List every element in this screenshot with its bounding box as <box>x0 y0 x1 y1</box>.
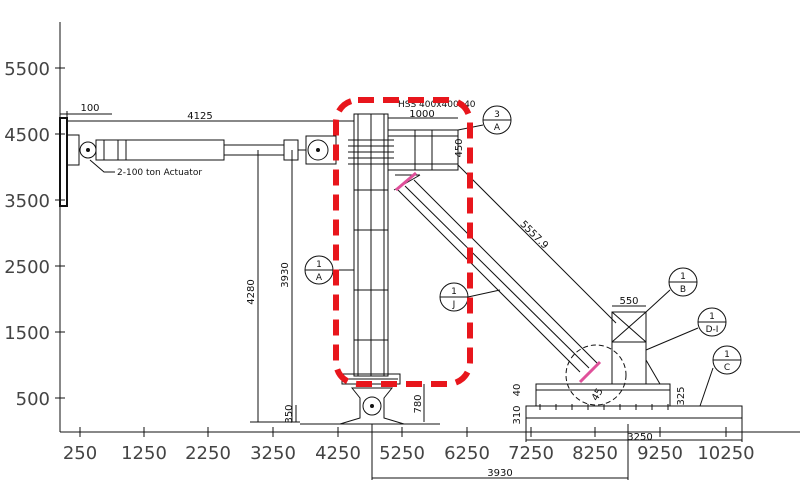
member-label: HSS 400x400x40 <box>398 100 476 110</box>
dimension-label: 40 <box>512 384 523 397</box>
dimension-label: 450 <box>454 138 465 157</box>
y-tick-label: 3500 <box>4 191 50 212</box>
svg-text:C: C <box>724 363 730 373</box>
dimension-label: 325 <box>676 386 687 405</box>
dimension-label: 3250 <box>627 432 652 443</box>
dimension-label: 780 <box>413 394 424 413</box>
y-tick-label: 4500 <box>4 125 50 146</box>
svg-text:1: 1 <box>451 287 457 297</box>
svg-text:1: 1 <box>680 272 686 282</box>
dimension-label: 100 <box>80 103 99 114</box>
x-tick-label: 250 <box>63 443 97 464</box>
x-tick-label: 8250 <box>572 443 618 464</box>
dimension-label: 1000 <box>409 109 434 120</box>
callout-1c: 1 C <box>699 345 742 407</box>
weld-mark <box>395 171 417 192</box>
dimension-label: 350 <box>284 404 295 423</box>
column-support: 3930 <box>300 387 629 480</box>
svg-text:3: 3 <box>494 110 500 120</box>
x-tick-label: 5250 <box>379 443 425 464</box>
svg-text:D-I: D-I <box>706 325 719 335</box>
callout-1b: 1 B <box>645 267 698 313</box>
svg-text:A: A <box>494 123 501 133</box>
weld-mark <box>578 360 602 384</box>
vertical-dimensions: 4280 3930 350 780 <box>246 150 425 424</box>
dimension-label: 3930 <box>280 262 291 287</box>
svg-text:1: 1 <box>724 350 730 360</box>
top-dimensions: 100 4125 <box>67 103 354 122</box>
y-tick-label: 1500 <box>4 323 50 344</box>
dimension-label: 45 <box>590 386 606 403</box>
dimension-label: 310 <box>512 405 523 424</box>
pin-icon <box>307 139 329 161</box>
dimension-label: 5557.9 <box>518 219 551 252</box>
pin-icon <box>362 396 382 416</box>
axes: 5500 4500 3500 2500 1500 500 250 1250 22… <box>4 22 800 464</box>
y-tick-label: 2500 <box>4 257 50 278</box>
svg-text:J: J <box>452 300 456 310</box>
x-tick-label: 6250 <box>444 443 490 464</box>
x-tick-label: 2250 <box>185 443 231 464</box>
svg-text:A: A <box>316 273 323 283</box>
base-platform: 3250 40 310 325 45 <box>512 383 743 443</box>
y-tick-label: 5500 <box>4 59 50 80</box>
detail-circle <box>565 344 627 406</box>
top-beam: 1000 450 HSS 400x400x40 <box>387 100 476 171</box>
svg-text:1: 1 <box>709 312 715 322</box>
callout-1a: 1 A <box>304 255 354 285</box>
svg-text:1: 1 <box>316 260 322 270</box>
x-tick-label: 9250 <box>637 443 683 464</box>
y-tick-label: 500 <box>16 389 50 410</box>
diagonal-brace: 5557.9 <box>393 164 627 406</box>
x-tick-label: 7250 <box>508 443 554 464</box>
main-column <box>341 113 401 385</box>
x-tick-label: 3250 <box>250 443 296 464</box>
dimension-label: 4280 <box>246 279 257 304</box>
right-frame: 550 <box>611 296 661 385</box>
svg-text:B: B <box>680 285 686 295</box>
callout-1j: 1 J <box>439 282 501 312</box>
dimension-label: 3930 <box>487 468 512 479</box>
x-tick-label: 1250 <box>121 443 167 464</box>
actuator: 2-100 ton Actuator <box>66 134 337 178</box>
x-tick-label: 10250 <box>697 443 754 464</box>
callout-1di: 1 D-I <box>645 307 727 351</box>
dimension-label: 4125 <box>187 111 212 122</box>
actuator-label: 2-100 ton Actuator <box>117 168 202 178</box>
x-tick-label: 4250 <box>315 443 361 464</box>
dimension-label: 550 <box>619 296 638 307</box>
callouts: 3 A 1 A 1 J 1 B 1 D-I <box>304 105 742 407</box>
